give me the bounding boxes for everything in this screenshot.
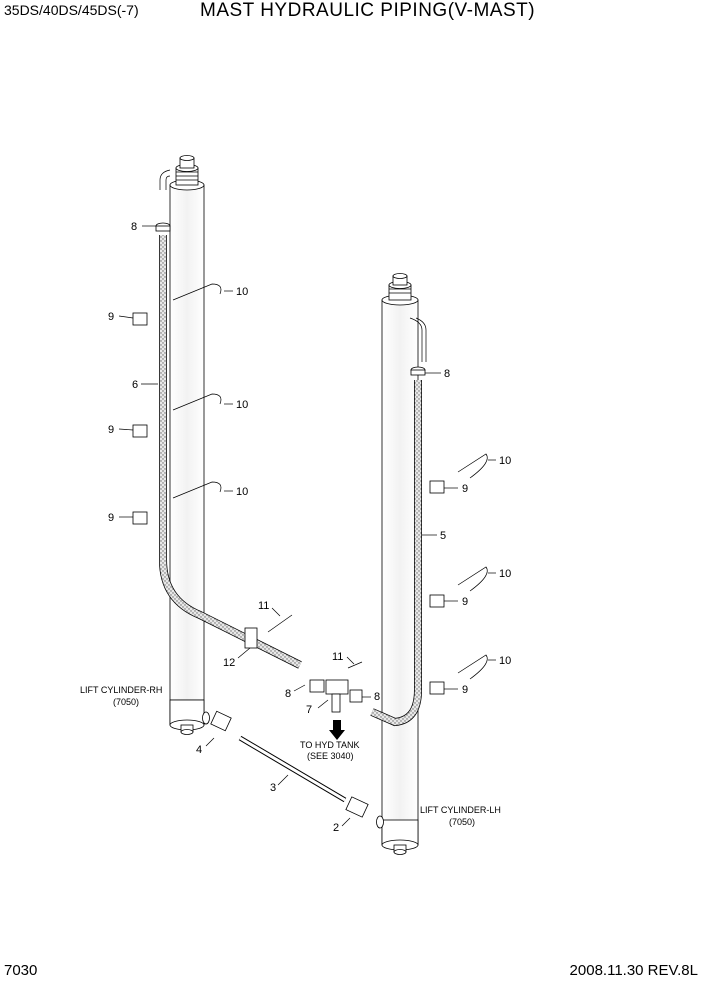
callout: 9 (462, 684, 468, 696)
pipe-3 (210, 710, 369, 818)
callout: 8 (131, 221, 137, 233)
note-cyl-lh: LIFT CYLINDER-LH (420, 805, 501, 815)
note-cyl-lh-ref: (7050) (449, 817, 475, 827)
callout: 11 (258, 600, 269, 612)
u-bolt-10-lh (457, 453, 488, 680)
clip-9-lh (429, 480, 445, 695)
callout: 6 (132, 379, 138, 391)
callout: 8 (285, 688, 291, 700)
callout: 9 (108, 424, 114, 436)
page-title: MAST HYDRAULIC PIPING(V-MAST) (200, 0, 536, 21)
callout: 10 (236, 286, 248, 298)
callout: 10 (499, 568, 511, 580)
clip-9-rh (132, 312, 148, 525)
note-tank-ref: (SEE 3040) (307, 751, 354, 761)
callout: 5 (440, 530, 446, 542)
note-cyl-rh: LIFT CYLINDER-RH (80, 685, 162, 695)
callout: 10 (236, 399, 248, 411)
callout: 8 (444, 368, 450, 380)
callout: 12 (223, 657, 235, 669)
leader-lines (118, 225, 496, 827)
tee-7 (309, 661, 363, 713)
lift-cylinder-lh (376, 273, 427, 855)
page-number: 7030 (4, 962, 38, 979)
callout: 2 (333, 822, 339, 834)
hose-5 (370, 380, 422, 727)
callout: 3 (270, 782, 276, 794)
lift-cylinder-rh (159, 155, 210, 735)
callout: 8 (374, 691, 380, 703)
callout: 9 (108, 512, 114, 524)
callout: 10 (499, 455, 511, 467)
callout: 4 (196, 744, 202, 756)
callout: 10 (499, 655, 511, 667)
tank-arrow-icon (329, 720, 345, 740)
clamp-8-lh (410, 366, 426, 376)
callout: 9 (462, 483, 468, 495)
callout: 9 (108, 311, 114, 323)
callout: 9 (462, 596, 468, 608)
callout: 7 (306, 704, 312, 716)
callouts: 8 10 9 6 10 9 10 9 11 12 8 4 3 8 10 9 5 … (108, 221, 511, 834)
note-tank: TO HYD TANK (300, 740, 360, 750)
hose-6 (159, 235, 302, 669)
revision-date: 2008.11.30 REV.8L (569, 962, 698, 979)
callout: 11 (332, 651, 343, 663)
model-number: 35DS/40DS/45DS(-7) (4, 2, 139, 18)
u-bolt-10-rh (172, 283, 222, 499)
bracket-12 (244, 614, 293, 649)
notes: LIFT CYLINDER-RH (7050) LIFT CYLINDER-LH… (80, 685, 501, 827)
clamp-8-rh (155, 222, 171, 232)
note-cyl-rh-ref: (7050) (113, 697, 139, 707)
callout: 10 (236, 486, 248, 498)
